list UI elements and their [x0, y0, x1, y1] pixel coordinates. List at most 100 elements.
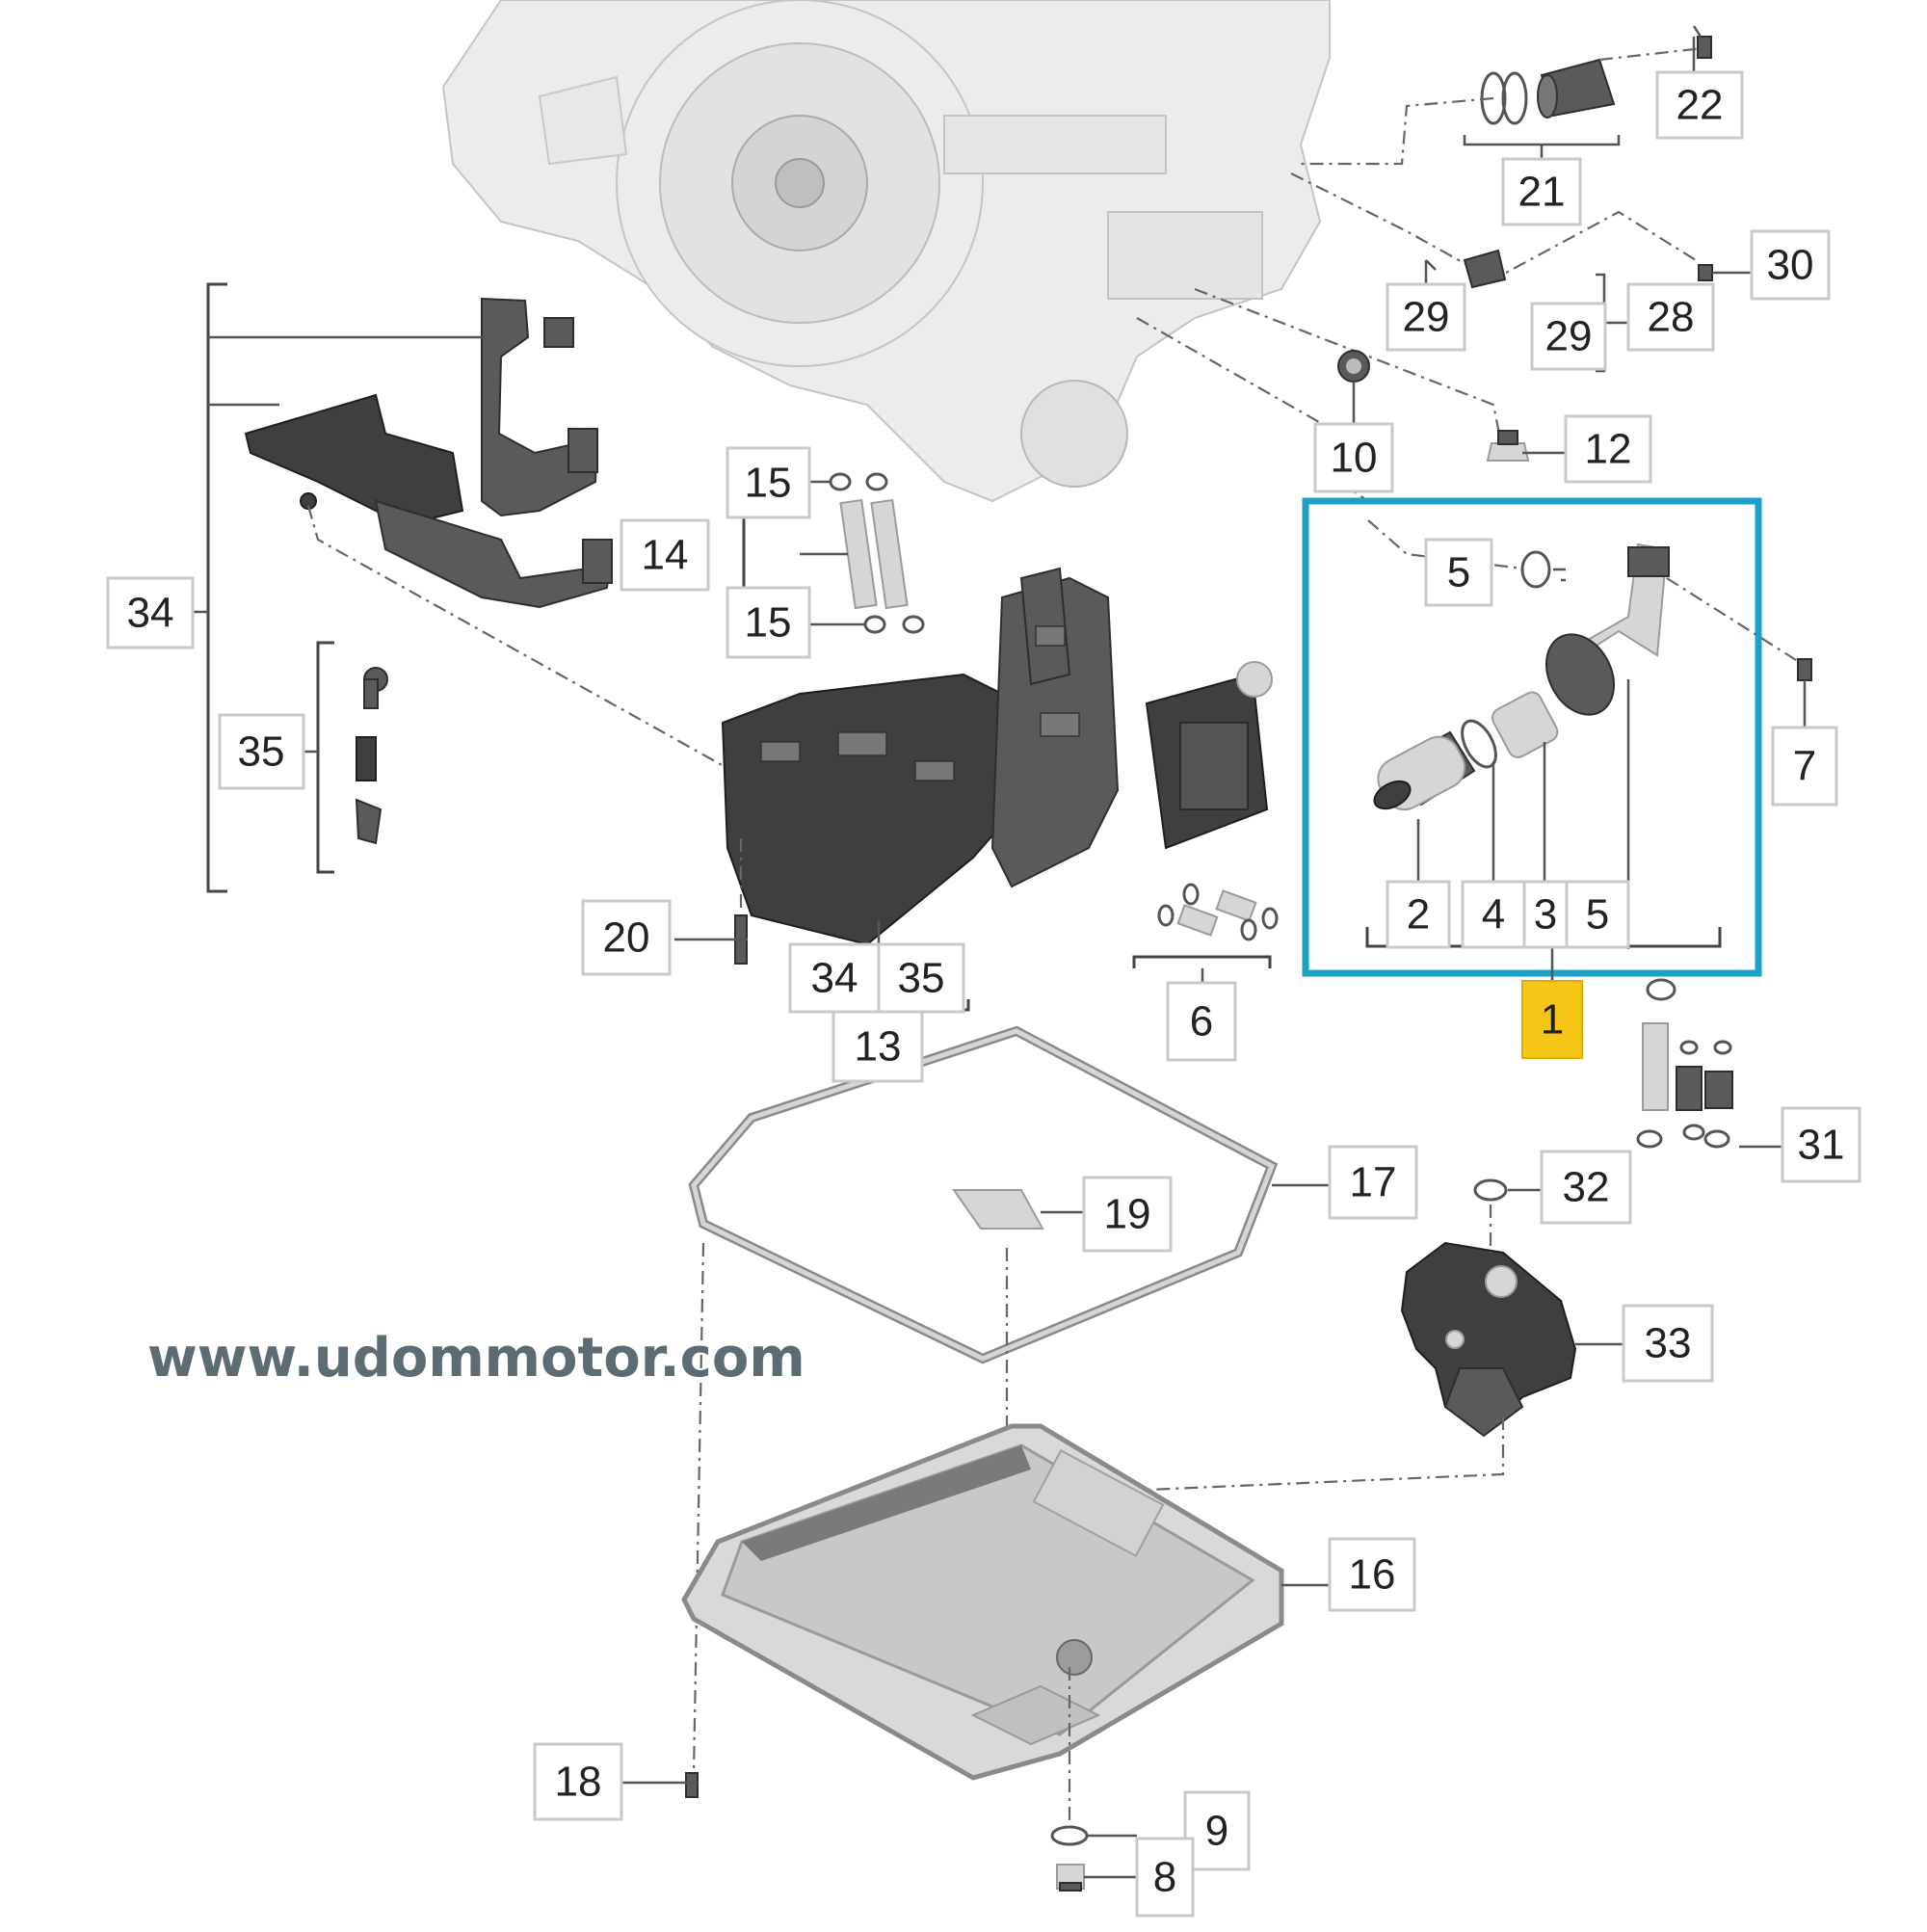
- svg-text:30: 30: [1767, 242, 1814, 289]
- callout-1-highlighted[interactable]: 1: [1521, 980, 1583, 1059]
- callout-5-bottom[interactable]: 5: [1565, 880, 1630, 949]
- callout-21[interactable]: 21: [1501, 157, 1582, 226]
- svg-text:8: 8: [1153, 1854, 1176, 1901]
- callout-34-left[interactable]: 34: [106, 576, 195, 649]
- svg-text:34: 34: [127, 590, 174, 637]
- svg-text:22: 22: [1676, 82, 1724, 129]
- callout-8[interactable]: 8: [1135, 1837, 1195, 1918]
- sleeve-21: [1537, 58, 1616, 119]
- sleeve-3: [1491, 691, 1559, 758]
- o-ring-4: [1461, 719, 1497, 769]
- svg-text:32: 32: [1563, 1164, 1610, 1211]
- svg-text:15: 15: [745, 599, 792, 647]
- callout-31[interactable]: 31: [1781, 1106, 1861, 1183]
- callout-10[interactable]: 10: [1313, 422, 1394, 493]
- callout-16[interactable]: 16: [1328, 1537, 1416, 1612]
- filter-assembly: [1373, 543, 1670, 811]
- svg-text:35: 35: [898, 955, 945, 1002]
- plug-10: [1337, 350, 1370, 383]
- callout-30[interactable]: 30: [1750, 229, 1831, 301]
- callout-20[interactable]: 20: [581, 899, 672, 976]
- oil-filter: [1373, 730, 1476, 811]
- callout-29-left[interactable]: 29: [1386, 282, 1466, 352]
- callout-3[interactable]: 3: [1522, 880, 1569, 949]
- svg-text:12: 12: [1585, 426, 1632, 473]
- svg-text:2: 2: [1407, 891, 1430, 939]
- callout-15-bottom[interactable]: 15: [726, 586, 811, 659]
- filter-housing: [1544, 543, 1670, 716]
- plug-12: [1486, 430, 1530, 462]
- callout-12[interactable]: 12: [1564, 414, 1652, 484]
- callout-2[interactable]: 2: [1386, 880, 1451, 949]
- oil-pan: [681, 1423, 1284, 1781]
- svg-text:5: 5: [1586, 891, 1609, 939]
- svg-text:10: 10: [1331, 435, 1378, 482]
- svg-text:29: 29: [1545, 313, 1593, 360]
- callout-15-top[interactable]: 15: [726, 446, 811, 519]
- callout-4[interactable]: 4: [1461, 880, 1526, 949]
- tubes-14: [839, 498, 909, 610]
- bolt-35: [363, 667, 388, 709]
- bolt-22: [1697, 36, 1712, 59]
- pump-module: [1400, 1241, 1577, 1438]
- sensor-29: [1463, 249, 1507, 289]
- pins-6: [1157, 883, 1279, 941]
- callout-17[interactable]: 17: [1328, 1145, 1418, 1220]
- callout-22[interactable]: 22: [1655, 70, 1744, 140]
- drain-plug-8: [1056, 1864, 1085, 1892]
- bolt-30: [1698, 264, 1713, 281]
- svg-text:3: 3: [1534, 891, 1557, 939]
- svg-text:18: 18: [555, 1759, 602, 1806]
- clip-35b: [355, 798, 383, 845]
- svg-text:7: 7: [1793, 743, 1816, 790]
- svg-text:17: 17: [1350, 1159, 1397, 1206]
- callout-35-left[interactable]: 35: [218, 713, 305, 790]
- clip-35: [356, 736, 377, 781]
- pan-gasket: [688, 1025, 1279, 1364]
- callout-9[interactable]: 9: [1183, 1790, 1251, 1871]
- seal-5: [1520, 550, 1551, 589]
- callout-28[interactable]: 28: [1626, 282, 1715, 352]
- bolt-7: [1797, 658, 1812, 681]
- svg-text:33: 33: [1645, 1320, 1692, 1367]
- svg-text:29: 29: [1403, 294, 1450, 341]
- transmission-housing: [441, 0, 1331, 503]
- svg-text:4: 4: [1482, 891, 1505, 939]
- seal-32: [1473, 1178, 1508, 1202]
- callout-34-bottom[interactable]: 34: [788, 942, 881, 1014]
- svg-text:35: 35: [238, 728, 285, 776]
- highlight-frame: [1302, 497, 1762, 977]
- callout-5-top[interactable]: 5: [1424, 538, 1493, 607]
- svg-text:6: 6: [1190, 998, 1213, 1045]
- svg-text:16: 16: [1349, 1551, 1396, 1599]
- svg-text:19: 19: [1104, 1191, 1151, 1238]
- watermark-text: www.udommotor.com: [147, 1327, 805, 1389]
- svg-text:31: 31: [1798, 1122, 1845, 1169]
- svg-text:21: 21: [1518, 169, 1566, 216]
- svg-text:28: 28: [1648, 294, 1695, 341]
- svg-text:5: 5: [1447, 549, 1470, 596]
- callout-32[interactable]: 32: [1540, 1150, 1632, 1225]
- callout-35-bottom[interactable]: 35: [877, 942, 965, 1014]
- svg-text:14: 14: [642, 532, 689, 579]
- callout-18[interactable]: 18: [533, 1742, 623, 1821]
- callout-6[interactable]: 6: [1166, 981, 1237, 1062]
- callout-13[interactable]: 13: [832, 1010, 924, 1083]
- pump-parts-31: [1636, 978, 1733, 1149]
- wiring-harness: [244, 297, 614, 609]
- svg-text:34: 34: [811, 955, 858, 1002]
- callout-7[interactable]: 7: [1771, 726, 1838, 807]
- valve-body: [721, 567, 1273, 946]
- svg-text:9: 9: [1205, 1808, 1228, 1855]
- svg-text:20: 20: [603, 914, 650, 962]
- callout-19[interactable]: 19: [1082, 1176, 1173, 1253]
- svg-text:15: 15: [745, 460, 792, 507]
- callout-14[interactable]: 14: [620, 518, 710, 592]
- svg-text:13: 13: [855, 1023, 902, 1071]
- seal-9: [1050, 1825, 1089, 1846]
- callout-29-right[interactable]: 29: [1530, 302, 1607, 371]
- svg-text:1: 1: [1541, 996, 1564, 1044]
- callout-33[interactable]: 33: [1622, 1304, 1714, 1383]
